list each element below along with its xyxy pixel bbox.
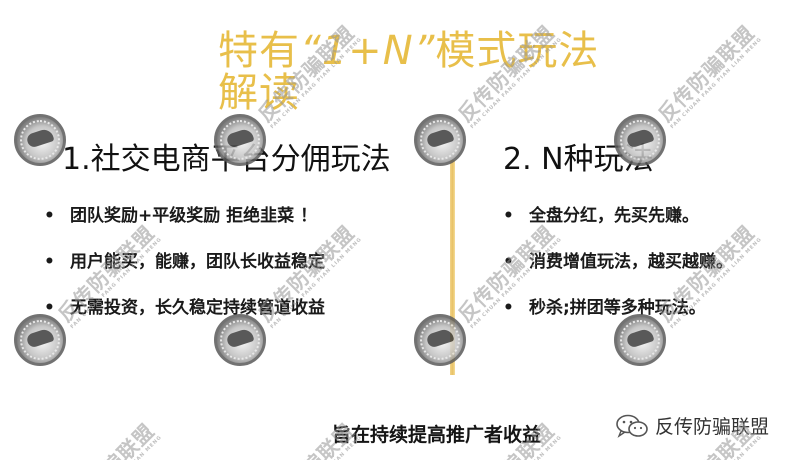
- column-divider: [450, 160, 455, 375]
- tagline: 旨在持续提高推广者收益: [332, 424, 542, 446]
- bullet-text: 用户能买，能赚，团队长收益稳定: [70, 252, 325, 272]
- bullet-icon: •: [503, 252, 514, 272]
- wechat-icon: [616, 414, 648, 438]
- bullet-icon: •: [503, 298, 514, 318]
- bullet-icon: •: [44, 252, 55, 272]
- title-line-2: 解读: [218, 70, 300, 116]
- right-column-heading: 2. N种玩法: [503, 142, 654, 177]
- title-line-1: 特有“1+N”模式玩法: [218, 30, 678, 72]
- bullet-text: 团队奖励+平级奖励 拒绝韭菜 ！: [70, 206, 318, 226]
- watermark-logo-icon: [14, 114, 66, 166]
- bullet-text: 全盘分红，先买先赚。: [529, 206, 699, 226]
- watermark-logo-icon: [414, 314, 466, 366]
- brand-name: 反传防骗联盟: [655, 416, 770, 438]
- bullet-item: • 全盘分红，先买先赚。: [503, 204, 733, 250]
- bullet-icon: •: [44, 298, 55, 318]
- bullet-item: • 用户能买，能赚，团队长收益稳定: [44, 250, 325, 296]
- bullet-item: • 秒杀;拼团等多种玩法。: [503, 296, 733, 342]
- title-quote: “1+N”: [300, 28, 436, 74]
- watermark-logo-icon: [414, 114, 466, 166]
- bullet-text: 无需投资，长久稳定持续管道收益: [70, 298, 325, 318]
- bullet-item: • 团队奖励+平级奖励 拒绝韭菜 ！: [44, 204, 325, 250]
- bullet-text: 消费增值玩法，越买越赚。: [529, 252, 733, 272]
- right-bullet-list: • 全盘分红，先买先赚。 • 消费增值玩法，越买越赚。 • 秒杀;拼团等多种玩法。: [503, 204, 733, 342]
- bullet-text: 秒杀;拼团等多种玩法。: [529, 298, 706, 318]
- title-prefix: 特有: [218, 28, 300, 74]
- bullet-item: • 消费增值玩法，越买越赚。: [503, 250, 733, 296]
- slide-title: 特有“1+N”模式玩法 解读: [218, 30, 678, 114]
- bullet-icon: •: [503, 206, 514, 226]
- bullet-icon: •: [44, 206, 55, 226]
- left-bullet-list: • 团队奖励+平级奖励 拒绝韭菜 ！ • 用户能买，能赚，团队长收益稳定 • 无需投资…: [44, 204, 325, 342]
- title-suffix: 模式玩法: [435, 28, 600, 74]
- bullet-item: • 无需投资，长久稳定持续管道收益: [44, 296, 325, 342]
- wechat-brand-badge: 反传防骗联盟: [615, 412, 769, 439]
- left-column-heading: 1.社交电商平台分佣玩法: [62, 142, 391, 177]
